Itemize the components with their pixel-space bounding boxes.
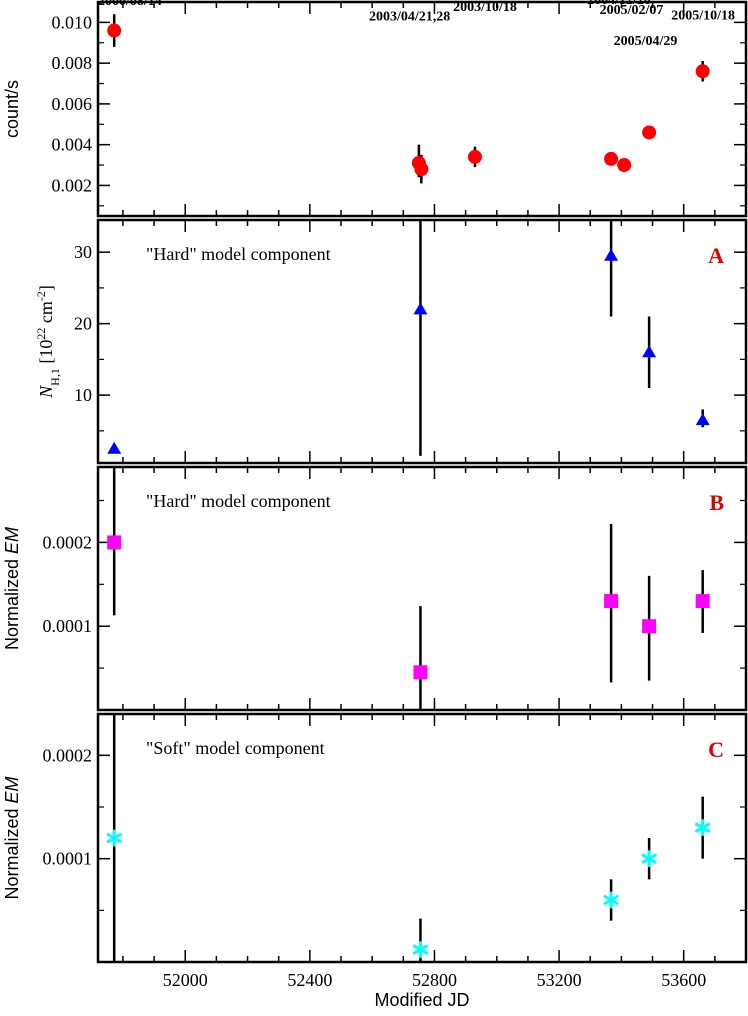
x-tick-label: 53200 <box>537 970 582 990</box>
panel-frame-nh <box>96 218 748 465</box>
x-tick-label: 52400 <box>287 970 332 990</box>
data-point-circle <box>107 23 122 38</box>
data-point-triangle <box>695 413 710 426</box>
y-tick-label: 0.006 <box>52 94 93 114</box>
panel-frame-hard-em <box>96 465 748 712</box>
data-point-asterisk <box>106 829 122 847</box>
data-point-asterisk <box>695 819 711 837</box>
observation-date-label: 2000/08/14 <box>98 0 162 9</box>
data-point-square <box>107 535 122 550</box>
y-tick-label: 0.010 <box>52 12 93 32</box>
y-tick-label: 20 <box>74 314 92 334</box>
data-point-circle <box>467 149 482 164</box>
y-tick-label: 0.008 <box>52 53 93 73</box>
data-point-triangle <box>107 441 122 454</box>
component-label: "Soft" model component <box>146 738 325 758</box>
data-point-square <box>695 594 710 609</box>
data-point-circle <box>414 162 429 177</box>
data-point-asterisk <box>641 850 657 868</box>
observation-date-label: 2005/02/07 <box>600 3 664 18</box>
observation-date-label: 2005/04/29 <box>614 34 678 49</box>
y-tick-label: 30 <box>74 242 92 262</box>
component-label: "Hard" model component <box>146 244 331 264</box>
y-axis-title: Normalized EM <box>2 776 22 899</box>
y-axis-title: count/s <box>2 80 22 138</box>
data-point-triangle <box>642 345 657 358</box>
panel-letter: C <box>708 737 724 762</box>
panel-frame-count-rate <box>96 0 748 218</box>
observation-date-label: 2003/10/18 <box>453 0 517 15</box>
data-point-asterisk <box>603 891 619 909</box>
y-tick-label: 0.0002 <box>43 532 93 552</box>
y-tick-label: 0.002 <box>52 175 93 195</box>
y-tick-label: 10 <box>74 385 92 405</box>
y-tick-label: 0.004 <box>52 135 93 155</box>
y-tick-label: 0.0002 <box>43 745 93 765</box>
observation-date-label: 2005/10/18 <box>671 8 735 23</box>
x-tick-label: 52800 <box>412 970 457 990</box>
panel-frame-soft-em <box>96 712 748 964</box>
panels-group: 0.002 0.004 0.006 0.008 0.010 count/s 2000/08/… <box>2 0 748 990</box>
data-point-circle <box>617 158 632 173</box>
y-tick-label: 0.0001 <box>43 616 93 636</box>
data-point-square <box>604 594 619 609</box>
data-point-triangle <box>413 302 428 315</box>
x-axis-title: Modified JD <box>374 990 469 1010</box>
y-tick-label: 0.0001 <box>43 849 93 869</box>
x-tick-label: 53600 <box>661 970 706 990</box>
panel-letter: B <box>709 490 724 515</box>
observation-date-label: 2004/12/28 <box>587 0 651 8</box>
y-axis-title: NH,1 [1022 cm-2] <box>34 285 62 399</box>
data-point-circle <box>604 151 619 166</box>
y-axis-title: Normalized EM <box>2 527 22 650</box>
data-point-circle <box>695 64 710 79</box>
component-label: "Hard" model component <box>146 491 331 511</box>
data-point-square <box>413 665 428 680</box>
observation-date-label: 2003/04/21,28 <box>369 9 450 24</box>
data-point-square <box>642 619 657 634</box>
data-point-circle <box>642 125 657 140</box>
data-point-asterisk <box>412 941 429 959</box>
panel-letter: A <box>708 243 724 268</box>
data-point-triangle <box>604 248 619 261</box>
x-tick-label: 52000 <box>163 970 208 990</box>
